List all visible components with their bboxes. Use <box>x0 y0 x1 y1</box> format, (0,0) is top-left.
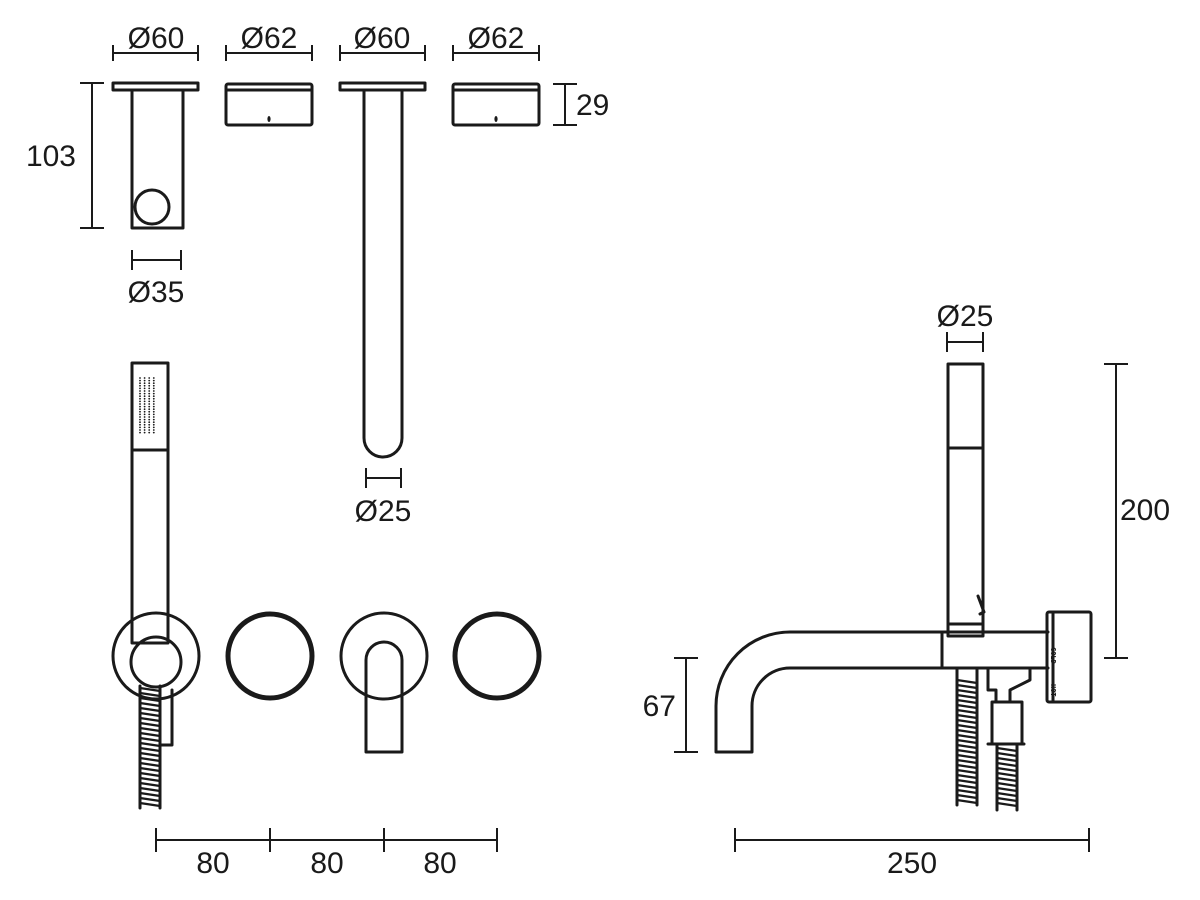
dim-holder-dia: Ø35 <box>128 250 185 309</box>
label-holder-dia: Ø35 <box>128 276 185 309</box>
hand-shower-side <box>946 362 986 638</box>
dim-top-dia-2: Ø62 <box>225 22 313 61</box>
valve-cold-label: COLD <box>1049 647 1057 664</box>
dim-top-dia-4: Ø62 <box>452 22 540 61</box>
label-overall-width: 250 <box>887 847 937 880</box>
hand-shower-front <box>130 361 170 645</box>
holder-rosette-front <box>111 611 201 701</box>
cover-front-1 <box>225 611 315 701</box>
cover-plan-2 <box>451 82 541 127</box>
spout-plan <box>338 81 427 459</box>
mixer-front <box>339 611 429 754</box>
label-spacing-3: 80 <box>423 847 456 880</box>
label-top-dia-4: Ø62 <box>468 22 525 55</box>
shower-nozzle-pattern <box>139 377 155 434</box>
cover-front-2 <box>452 611 542 701</box>
dim-spout-dia: Ø25 <box>355 468 412 528</box>
label-side-height: 200 <box>1120 494 1170 527</box>
dim-top-dia-3: Ø60 <box>339 22 426 61</box>
shower-holder-plan <box>111 81 200 230</box>
valve-side: COLD HOT <box>1045 610 1093 704</box>
dim-overall-width: 250 <box>734 828 1090 880</box>
dim-top-dia-1: Ø60 <box>112 22 199 61</box>
label-cover-depth: 29 <box>576 89 609 122</box>
label-spacing-2: 80 <box>310 847 343 880</box>
cover-plan-1 <box>224 82 314 127</box>
hoses-side <box>955 666 1019 812</box>
dim-side-dia: Ø25 <box>937 300 994 352</box>
label-side-spout-height: 67 <box>643 690 676 723</box>
spout-side <box>714 630 1050 754</box>
label-top-dia-3: Ø60 <box>354 22 411 55</box>
dim-side-height: 200 <box>1104 363 1170 659</box>
dim-cover-depth: 29 <box>553 83 609 126</box>
valve-hot-label: HOT <box>1049 684 1057 697</box>
label-holder-length: 103 <box>26 140 76 173</box>
dim-holder-length: 103 <box>26 82 104 229</box>
front-view-group: 80 80 80 <box>111 361 542 880</box>
hose-connector-side <box>986 666 1032 746</box>
dim-side-spout-height: 67 <box>643 657 698 753</box>
label-top-dia-1: Ø60 <box>128 22 185 55</box>
label-spout-dia: Ø25 <box>355 495 412 528</box>
label-side-dia: Ø25 <box>937 300 994 333</box>
side-view-group: Ø25 200 COLD HOT <box>643 300 1170 880</box>
hose-front <box>138 684 174 810</box>
label-spacing-1: 80 <box>196 847 229 880</box>
top-view-group: Ø60 Ø62 Ø60 Ø62 103 <box>26 22 609 528</box>
dim-spacing: 80 80 80 <box>155 828 498 880</box>
label-top-dia-2: Ø62 <box>241 22 298 55</box>
